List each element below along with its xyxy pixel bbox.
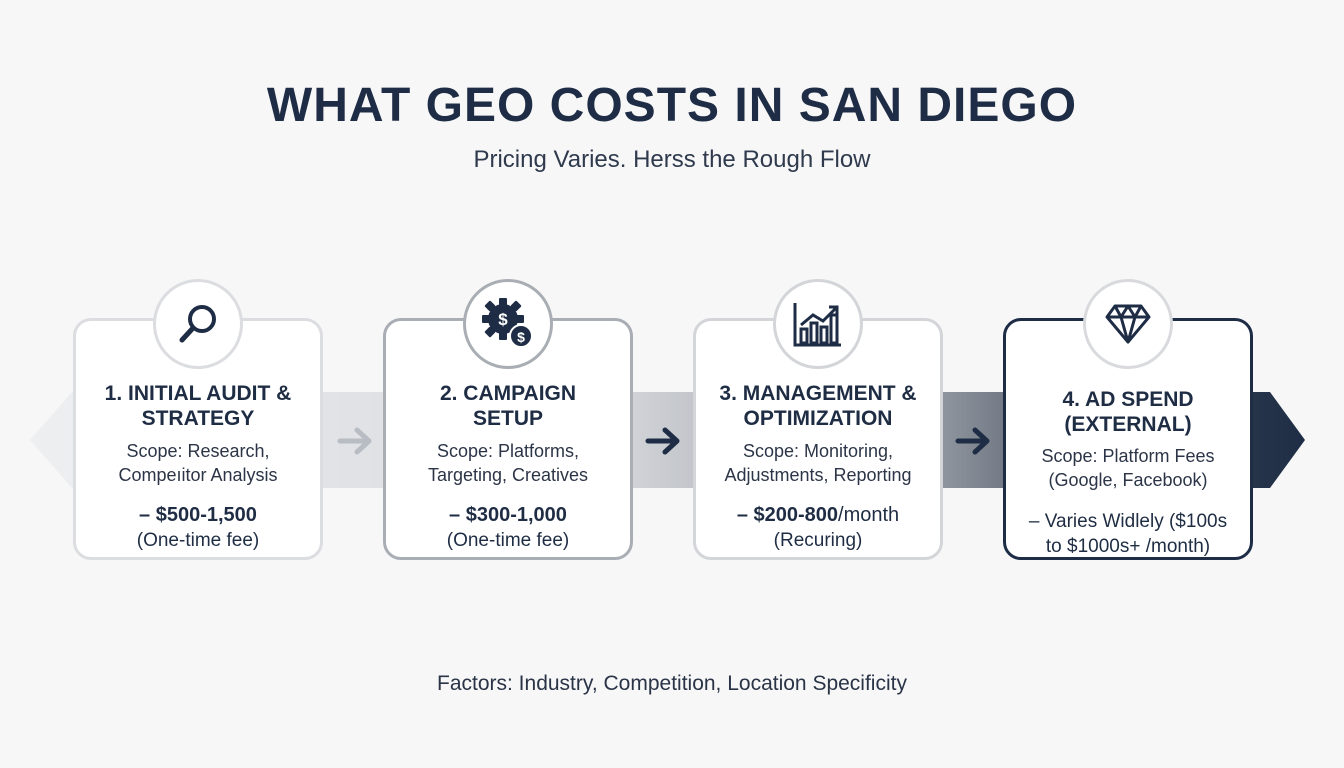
step-price: – $200-800/month (Recuring) — [736, 504, 900, 551]
step-price: – $300-1,000 (One-time fee) — [446, 504, 570, 551]
step-icon-badge — [153, 279, 243, 369]
arrow-right-icon — [337, 427, 372, 455]
arrow-right-icon — [645, 427, 680, 455]
step-icon-badge — [773, 279, 863, 369]
step-scope: Scope: Platform Fees (Google, Facebook) — [1041, 446, 1215, 490]
step-heading: 1. INITIAL AUDIT & STRATEGY — [104, 382, 292, 430]
magnifying-glass-icon — [179, 305, 216, 343]
svg-text:$: $ — [498, 310, 508, 329]
step-scope: Scope: Research, Compeıitor Analysis — [118, 441, 278, 485]
diamond-icon — [1105, 304, 1151, 344]
step-price: – Varies Widlely ($100s to $1000s+ /mont… — [1028, 511, 1228, 557]
step-heading: 3. MANAGEMENT & OPTIMIZATION — [719, 382, 917, 430]
page-subtitle: Pricing Varies. Herss the Rough Flow — [473, 146, 871, 173]
svg-text:$: $ — [517, 329, 525, 345]
footer-factors: Factors: Industry, Competition, Location… — [437, 672, 907, 695]
bar-chart-growth-icon — [793, 303, 841, 347]
step-icon-badge: $ $ — [463, 279, 553, 369]
step-price: – $500-1,500 (One-time fee) — [136, 504, 260, 551]
arrow-right-icon — [955, 427, 990, 455]
step-icon-badge — [1083, 279, 1173, 369]
step-heading: 2. CAMPAIGN SETUP — [439, 382, 577, 430]
gear-dollar-icon: $ $ — [482, 298, 533, 348]
step-heading: 4. AD SPEND (EXTERNAL) — [1062, 388, 1194, 436]
step-scope: Scope: Monitoring, Adjustments, Reportin… — [724, 441, 912, 485]
step-scope: Scope: Platforms, Targeting, Creatives — [427, 441, 589, 485]
page-title: WHAT GEO COSTS IN SAN DIEGO — [266, 79, 1078, 132]
